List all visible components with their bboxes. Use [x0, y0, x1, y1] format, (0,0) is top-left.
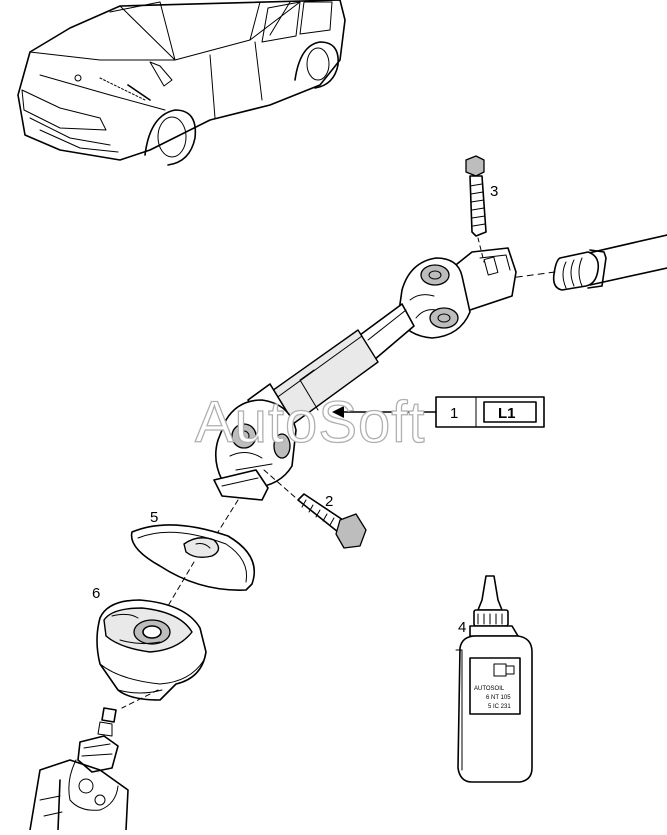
adhesive-bottle-icon [455, 575, 533, 783]
bolt-2 [263, 469, 367, 549]
steering-intermediate-shaft [207, 247, 517, 549]
car-outline-icon [17, 0, 346, 166]
callout-1-group [332, 396, 545, 428]
bolt-3 [465, 155, 487, 263]
seal-plate-5 [130, 524, 256, 591]
callout-3: 3 [490, 183, 498, 200]
steering-pinion [29, 689, 159, 831]
steering-column-sleeve [509, 234, 667, 291]
callout-5: 5 [150, 509, 158, 526]
callout-1-box-label: L1 [498, 405, 516, 422]
bottle-label-line-3: 5 IC 231 [488, 704, 511, 710]
bottle-label-line-1: AUTOSOIL [474, 686, 505, 692]
rubber-boot-6 [96, 561, 207, 701]
bottle-label-line-2: 6 NT 105 [486, 695, 511, 701]
callout-1: 1 [450, 405, 458, 422]
callout-2: 2 [325, 493, 333, 510]
callout-4: 4 [458, 619, 466, 636]
callout-6: 6 [92, 585, 100, 602]
watermark-text: AutoSoft [195, 390, 425, 455]
